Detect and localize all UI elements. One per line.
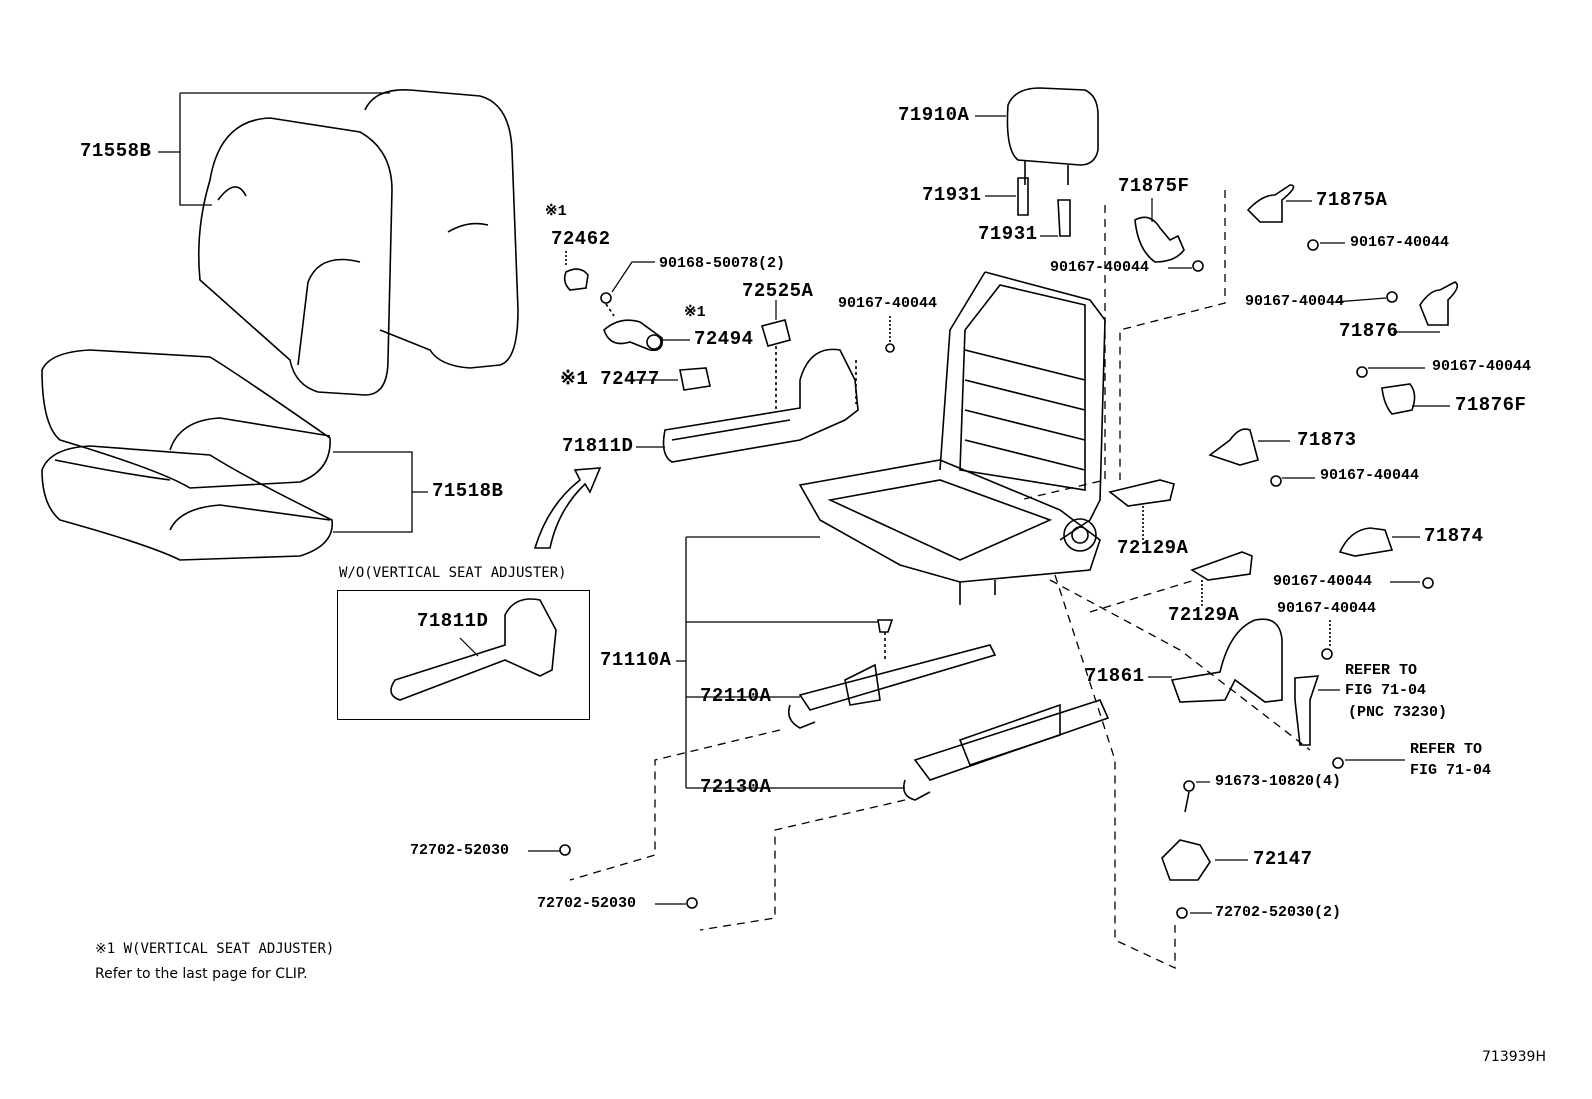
headrest-drawing [975, 87, 1099, 237]
refer-1-line2: FIG 71-04 [1345, 682, 1427, 699]
refer-1-line3: (PNC 73230) [1348, 704, 1448, 721]
label-72130a: 72130A [700, 776, 772, 798]
label-screw-71861: 90167-40044 [1277, 600, 1377, 617]
footnote-vertical-adjuster: ※1 W(VERTICAL SEAT ADJUSTER) [95, 941, 335, 957]
label-71110a: 71110A [600, 649, 672, 671]
cushion-cover-drawing [41, 349, 333, 561]
label-72494: 72494 [694, 328, 754, 350]
label-71876f: 71876F [1455, 394, 1527, 416]
footnote-clip: Refer to the last page for CLIP. [95, 966, 308, 982]
right-side-parts-drawing [528, 184, 1459, 919]
seat-rails-drawing [787, 619, 1110, 801]
label-91673-10820: 91673-10820(4) [1215, 773, 1342, 790]
label-screw-71873: 90167-40044 [1320, 467, 1420, 484]
label-71910a: 71910A [898, 104, 970, 126]
refer-2-line2: FIG 71-04 [1410, 762, 1492, 779]
label-71873: 71873 [1297, 429, 1357, 451]
label-72147: 72147 [1253, 848, 1313, 870]
label-screw-71876f: 90167-40044 [1432, 358, 1532, 375]
refer-1-line1: REFER TO [1345, 662, 1418, 679]
leader-71110a [676, 536, 905, 789]
seatback-cover-drawing [197, 89, 519, 396]
label-71558b: 71558B [80, 140, 152, 162]
label-71518b: 71518B [432, 480, 504, 502]
label-72702-52030-b: 72702-52030 [537, 895, 637, 912]
seat-frame-drawing [798, 271, 1106, 605]
arrow-icon [533, 467, 602, 549]
inset-box-without-vertical-adjuster [337, 590, 590, 720]
label-screw-71875a: 90167-40044 [1350, 234, 1450, 251]
small-parts-left [563, 250, 895, 410]
inset-title: W/O(VERTICAL SEAT ADJUSTER) [339, 565, 567, 581]
label-90168-50078: 90168-50078(2) [659, 255, 786, 272]
label-72702-52030-a: 72702-52030 [410, 842, 510, 859]
inset-shield-drawing [390, 598, 557, 701]
label-screw-71875f: 90167-40044 [1050, 259, 1150, 276]
label-71861: 71861 [1085, 665, 1145, 687]
figure-id: 713939H [1482, 1049, 1546, 1065]
dashed-guides [569, 190, 1311, 970]
label-72129a-b: 72129A [1168, 604, 1240, 626]
label-71875f: 71875F [1118, 175, 1190, 197]
label-inset-71811d: 71811D [417, 610, 489, 632]
label-72462: 72462 [551, 228, 611, 250]
label-screw-71874: 90167-40044 [1273, 573, 1373, 590]
label-72525a: 72525A [742, 280, 814, 302]
label-screw-shield: 90167-40044 [838, 295, 938, 312]
label-71931-a: 71931 [922, 184, 982, 206]
shield-71811d-drawing [636, 348, 859, 463]
label-mark-72494: ※1 [684, 304, 706, 321]
label-72702-52030-c: 72702-52030(2) [1215, 904, 1342, 921]
leader-71518b [333, 451, 428, 533]
label-71931-b: 71931 [978, 223, 1038, 245]
label-72110a: 72110A [700, 685, 772, 707]
label-71875a: 71875A [1316, 189, 1388, 211]
label-72129a-a: 72129A [1117, 537, 1189, 559]
refer-2-line1: REFER TO [1410, 741, 1483, 758]
label-72477: ※1 72477 [560, 368, 660, 390]
label-mark-72462: ※1 [545, 203, 567, 220]
leader-71558b [158, 92, 390, 206]
label-screw-71876: 90167-40044 [1245, 293, 1345, 310]
label-71874: 71874 [1424, 525, 1484, 547]
label-71876: 71876 [1339, 320, 1399, 342]
label-71811d: 71811D [562, 435, 634, 457]
